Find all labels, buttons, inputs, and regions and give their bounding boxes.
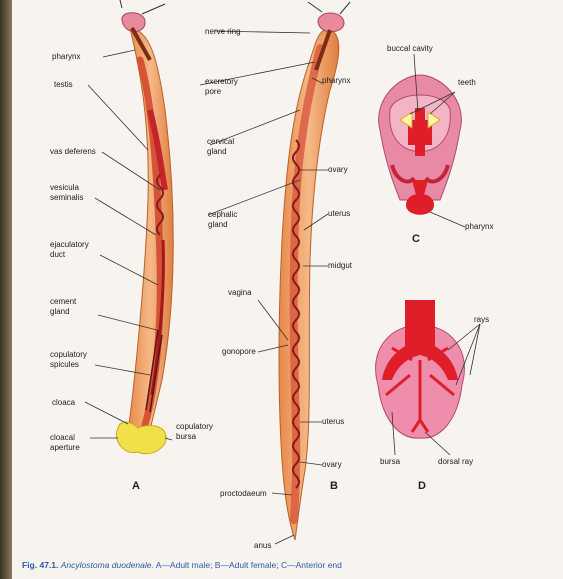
label-cephalic-2: gland	[208, 220, 228, 230]
label-excretory-2: pore	[205, 87, 221, 97]
c-buccal-center	[415, 108, 425, 156]
label-midgut: midgut	[328, 261, 352, 271]
label-bursa: bursa	[380, 457, 400, 467]
label-vas-deferens: vas deferens	[50, 147, 96, 157]
label-copulatory-bursa-2: bursa	[176, 432, 196, 442]
figure-letter-b: B	[330, 480, 338, 492]
label-ovary-2: ovary	[322, 460, 342, 470]
label-ejaculatory-1: ejaculatory	[50, 240, 89, 250]
label-cement-2: gland	[50, 307, 70, 317]
label-cloacal-2: aperture	[50, 443, 80, 453]
label-anus: anus	[254, 541, 271, 551]
label-pharynx-b: pharynx	[322, 76, 350, 86]
label-copulatory-2: spicules	[50, 360, 79, 370]
label-cloacal-1: cloacal	[50, 433, 75, 443]
label-proctodaeum: proctodaeum	[220, 489, 267, 499]
c-pharynx	[406, 194, 434, 215]
label-excretory-1: excretory	[205, 77, 238, 87]
label-copulatory-bursa-1: copulatory	[176, 422, 213, 432]
label-ejaculatory-2: duct	[50, 250, 65, 260]
caption-description: A—Adult male; B—Adult female; C—Anterior…	[156, 560, 342, 570]
caption-fig-number: Fig. 47.1.	[22, 560, 58, 570]
figure-letter-c: C	[412, 233, 420, 245]
figure-letter-d: D	[418, 480, 426, 492]
label-uterus-2: uterus	[322, 417, 344, 427]
label-cervical-2: gland	[207, 147, 227, 157]
caption-species: Ancylostoma duodenale.	[61, 560, 154, 570]
label-cephalic-1: cephalic	[208, 210, 237, 220]
figure-caption: Fig. 47.1. Ancylostoma duodenale. A—Adul…	[22, 560, 562, 570]
worm-a-body	[128, 28, 173, 432]
label-vagina: vagina	[228, 288, 252, 298]
worm-b-head	[318, 13, 344, 32]
label-teeth: teeth	[458, 78, 476, 88]
label-vesicula-2: seminalis	[50, 193, 83, 203]
label-rays: rays	[474, 315, 489, 325]
figure-d-bursa	[376, 300, 465, 438]
figure-c-anterior-end	[379, 75, 462, 215]
label-uterus-1: uterus	[328, 209, 350, 219]
label-pharynx-c: pharynx	[465, 222, 493, 232]
label-cloaca: cloaca	[52, 398, 75, 408]
label-dorsal-ray: dorsal ray	[438, 457, 473, 467]
label-pharynx-a: pharynx	[52, 52, 80, 62]
label-gonopore: gonopore	[222, 347, 256, 357]
label-copulatory-1: copulatory	[50, 350, 87, 360]
label-cervical-1: cervical	[207, 137, 234, 147]
label-ovary-1: ovary	[328, 165, 348, 175]
label-vesicula-1: vesicula	[50, 183, 79, 193]
label-cement-1: cement	[50, 297, 76, 307]
worm-a-bursa	[116, 422, 166, 454]
label-buccal-cavity: buccal cavity	[387, 44, 433, 54]
figure-letter-a: A	[132, 480, 140, 492]
label-testis: testis	[54, 80, 73, 90]
worm-a-male	[116, 0, 173, 454]
label-nerve-ring: nerve ring	[205, 27, 241, 37]
